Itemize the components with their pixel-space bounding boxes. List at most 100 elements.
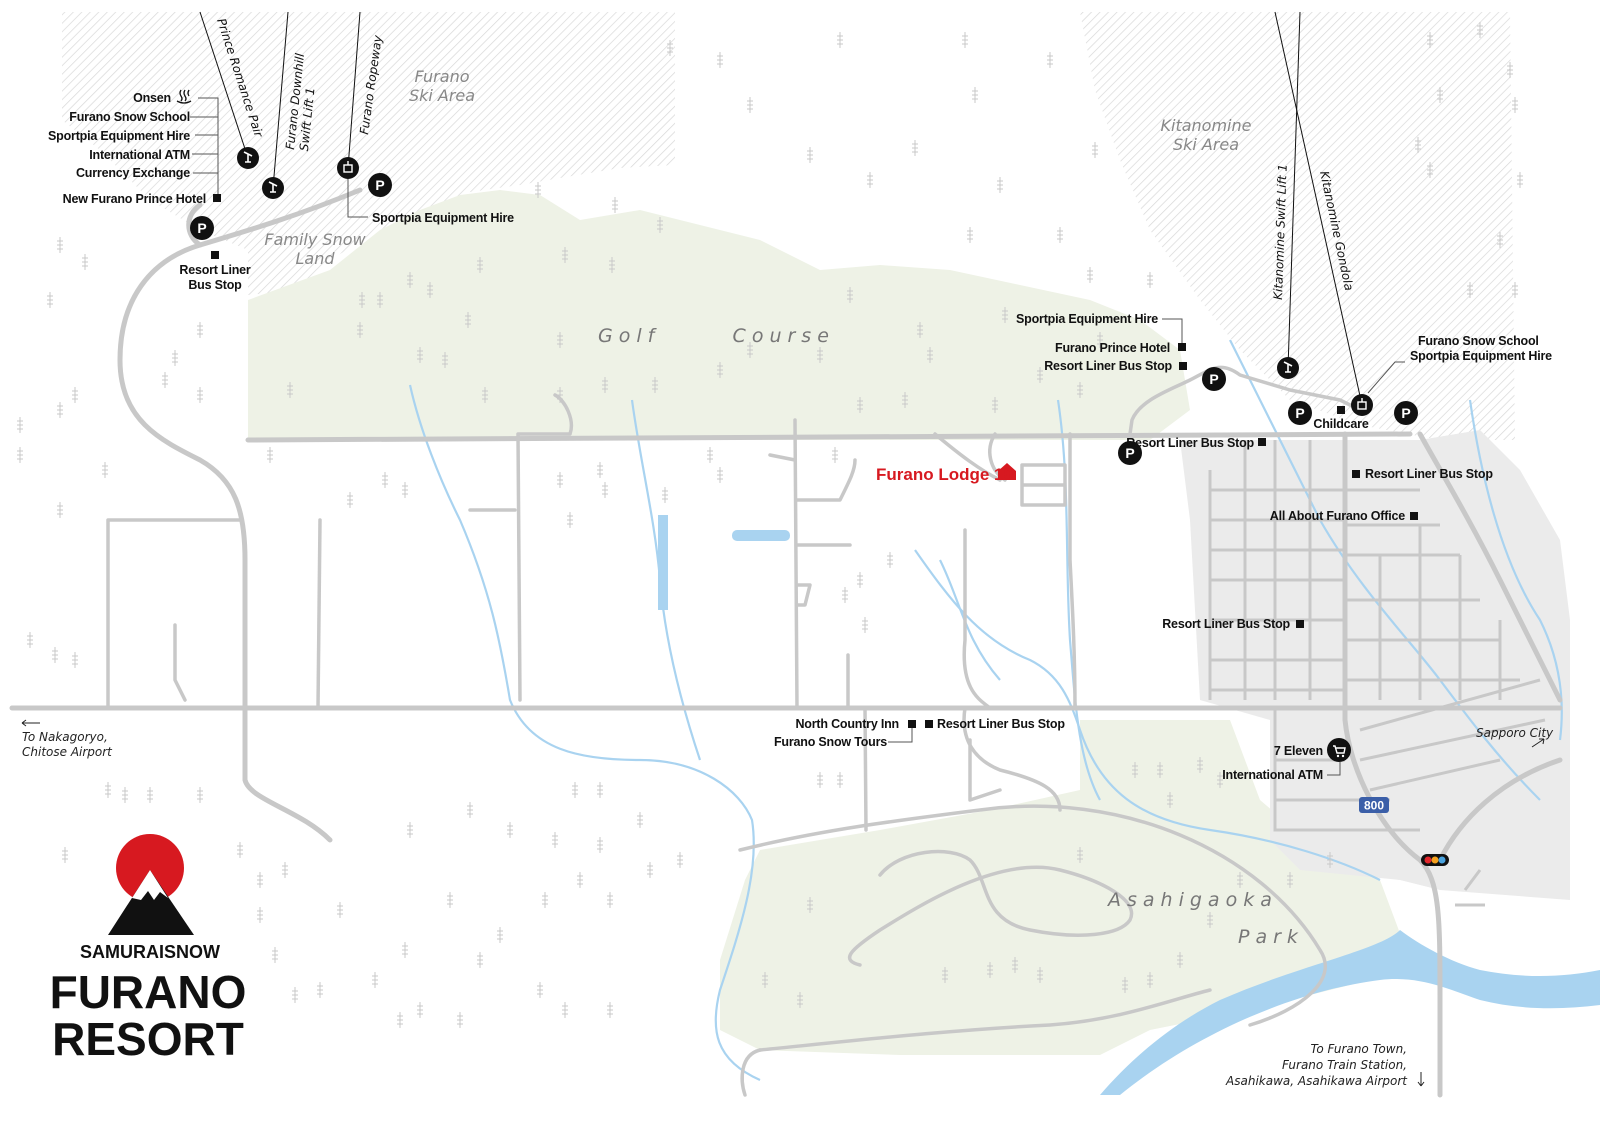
tree-icon [667, 40, 673, 56]
tree-icon [477, 952, 483, 968]
lift-icon [262, 177, 284, 199]
tree-icon [857, 572, 863, 588]
sportpia-ropeway-label: Sportpia Equipment Hire [372, 211, 514, 225]
svg-text:To Nakagoryo,Chitose Airport: To Nakagoryo,Chitose Airport [22, 730, 113, 759]
tree-icon [962, 32, 968, 48]
tree-icon [197, 787, 203, 803]
tree-icon [317, 982, 323, 998]
onsen-label: Onsen [133, 91, 171, 105]
tree-icon [122, 787, 128, 803]
tree-icon [867, 172, 873, 188]
asahigaoka-label: Asahigaoka [1106, 889, 1278, 911]
tree-icon [427, 282, 433, 298]
childcare-label: Childcare [1313, 417, 1368, 431]
tree-icon [862, 617, 868, 633]
tree-icon [457, 1012, 463, 1028]
all-about-furano-office-label: All About Furano Office [1270, 509, 1405, 523]
town-street-grid [1208, 440, 1546, 907]
tree-icon [717, 52, 723, 68]
tree-icon [577, 872, 583, 888]
tree-icon [597, 782, 603, 798]
tree-icon [197, 387, 203, 403]
tree-icon [417, 1002, 423, 1018]
tree-icon [917, 322, 923, 338]
tree-icon [1002, 307, 1008, 323]
tree-icon [1077, 382, 1083, 398]
tree-icon [147, 787, 153, 803]
golf-course-label: Golf Course [598, 325, 835, 347]
tree-icon [1197, 757, 1203, 773]
lift-icon [1277, 357, 1299, 379]
tree-icon [927, 347, 933, 363]
tree-icon [1237, 872, 1243, 888]
sportpia-right-label: Sportpia Equipment Hire [1410, 349, 1552, 363]
tree-icon [537, 982, 543, 998]
tree-icon [847, 287, 853, 303]
tree-icon [1217, 772, 1223, 788]
park-label: Park [1238, 926, 1304, 948]
tree-icon [52, 647, 58, 663]
tree-icon [597, 462, 603, 478]
tree-icon [1477, 22, 1483, 38]
tree-icon [292, 987, 298, 1003]
tree-icon [1517, 172, 1523, 188]
tree-icon [482, 387, 488, 403]
tree-icon [402, 942, 408, 958]
tree-icon [1037, 967, 1043, 983]
resort-liner-prince-label: Resort Liner Bus Stop [1044, 359, 1172, 373]
tree-icon [707, 447, 713, 463]
tree-icon [402, 482, 408, 498]
international-atm-label: International ATM [89, 148, 190, 162]
tree-icon [72, 387, 78, 403]
gondola-icon [1351, 394, 1373, 416]
tree-icon [902, 392, 908, 408]
tree-icon [572, 782, 578, 798]
furano-snow-school-right-label: Furano Snow School [1418, 334, 1539, 348]
tree-icon [562, 247, 568, 263]
svg-text:P: P [1401, 405, 1410, 421]
tree-icon [1092, 142, 1098, 158]
tree-icon [407, 822, 413, 838]
tree-icon [57, 237, 63, 253]
tree-icon [442, 352, 448, 368]
tree-icon [602, 377, 608, 393]
tree-icon [535, 182, 541, 198]
tree-icon [817, 772, 823, 788]
tree-icon [337, 902, 343, 918]
parking-icon: P [1202, 367, 1226, 391]
tree-icon [817, 347, 823, 363]
tree-icon [1037, 367, 1043, 383]
tree-icon [557, 387, 563, 403]
tree-icon [657, 217, 663, 233]
tree-icon [762, 972, 768, 988]
ropeway-icon [337, 157, 359, 179]
tree-icon [372, 972, 378, 988]
tree-icon [662, 487, 668, 503]
tree-icon [397, 1012, 403, 1028]
tree-icon [602, 482, 608, 498]
tree-icon [497, 927, 503, 943]
tree-icon [27, 632, 33, 648]
tree-icon [1207, 912, 1213, 928]
asahigaoka-park-area [720, 720, 1410, 1055]
tree-icon [62, 847, 68, 863]
tree-icon [82, 254, 88, 270]
furano-prince-hotel-label: Furano Prince Hotel [1055, 341, 1170, 355]
svg-text:P: P [197, 220, 206, 236]
tree-icon [652, 377, 658, 393]
tree-icon [102, 462, 108, 478]
tree-icon [1097, 332, 1103, 348]
tree-icon [1177, 952, 1183, 968]
tree-icon [347, 492, 353, 508]
tree-icon [1287, 872, 1293, 888]
tree-icon [447, 892, 453, 908]
svg-text:P: P [1209, 371, 1218, 387]
tree-icon [887, 552, 893, 568]
tree-icon [967, 227, 973, 243]
tree-icon [912, 140, 918, 156]
resort-liner-town3-label: Resort Liner Bus Stop [1162, 617, 1290, 631]
parking-icon: P [190, 216, 214, 240]
tree-icon [1147, 972, 1153, 988]
